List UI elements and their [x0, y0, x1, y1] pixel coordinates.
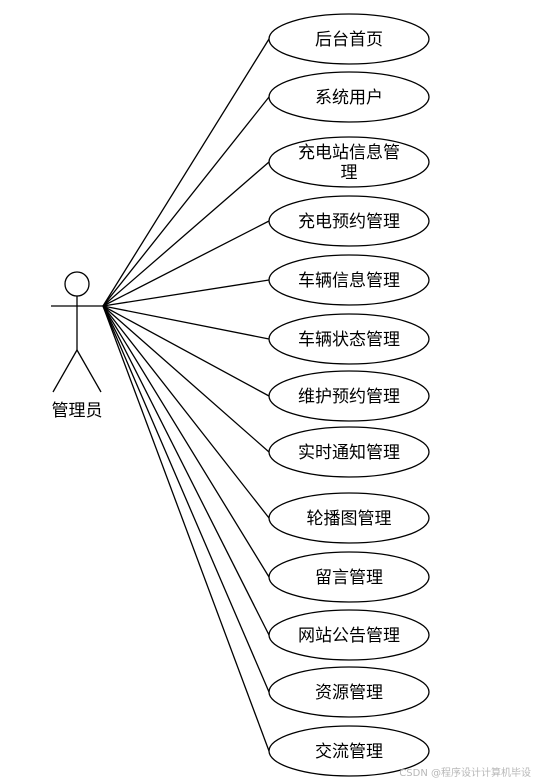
use-case-label: 车辆信息管理 [298, 271, 400, 291]
association-line [102, 305, 270, 340]
use-case-ellipse [268, 551, 430, 603]
use-case-ellipse [268, 13, 430, 65]
use-case-ellipse [268, 370, 430, 422]
actor-head [64, 271, 90, 297]
association-lines [102, 38, 270, 752]
association-line [102, 38, 270, 307]
use-case-label: 轮播图管理 [307, 509, 392, 529]
use-case: 实时通知管理 [268, 426, 430, 478]
association-line [102, 305, 270, 636]
use-case-label: 网站公告管理 [298, 626, 400, 646]
use-case: 充电预约管理 [268, 195, 430, 247]
use-case-ellipse [268, 666, 430, 718]
association-line [102, 305, 270, 397]
watermark: CSDN @程序设计计算机毕设 [399, 766, 531, 779]
use-case-ellipse [268, 71, 430, 123]
use-case-ellipse [268, 195, 430, 247]
use-case-label: 维护预约管理 [298, 387, 400, 407]
actor-left-leg [52, 349, 78, 393]
use-case-ellipse [268, 136, 430, 188]
use-case-ellipse [268, 609, 430, 661]
use-case-ellipse [268, 426, 430, 478]
use-case: 资源管理 [268, 666, 430, 718]
use-case: 网站公告管理 [268, 609, 430, 661]
use-case-ellipse [268, 725, 430, 777]
use-case: 系统用户 [268, 71, 430, 123]
association-line [102, 305, 270, 578]
use-case-label: 交流管理 [315, 742, 383, 762]
use-case-label: 理 [341, 163, 358, 183]
use-cases: 后台首页系统用户充电站信息管理充电预约管理车辆信息管理车辆状态管理维护预约管理实… [268, 13, 430, 777]
use-case: 后台首页 [268, 13, 430, 65]
use-case-label: 实时通知管理 [298, 443, 400, 463]
use-case: 留言管理 [268, 551, 430, 603]
association-line [102, 220, 270, 307]
association-line [102, 305, 270, 693]
use-case-label: 留言管理 [315, 568, 383, 588]
use-case-label: 资源管理 [315, 683, 383, 703]
actor-label: 管理员 [52, 401, 103, 421]
association-line [102, 279, 270, 307]
use-case: 交流管理 [268, 725, 430, 777]
use-case: 维护预约管理 [268, 370, 430, 422]
actor-right-leg [76, 349, 102, 393]
use-case-label: 充电预约管理 [298, 212, 400, 232]
use-case-ellipse [268, 313, 430, 365]
use-case: 车辆信息管理 [268, 254, 430, 306]
use-case-ellipse [268, 492, 430, 544]
use-case-label: 后台首页 [315, 30, 383, 50]
use-case-label: 系统用户 [315, 88, 383, 108]
association-line [102, 305, 270, 453]
use-case-label: 充电站信息管 [298, 143, 400, 163]
use-case: 轮播图管理 [268, 492, 430, 544]
association-line [102, 305, 270, 752]
actor-administrator: 管理员 [51, 271, 103, 421]
use-case-label: 车辆状态管理 [298, 330, 400, 350]
association-line [102, 96, 270, 307]
association-line [102, 161, 270, 307]
use-case-ellipse [268, 254, 430, 306]
association-line [102, 305, 270, 519]
use-case: 车辆状态管理 [268, 313, 430, 365]
